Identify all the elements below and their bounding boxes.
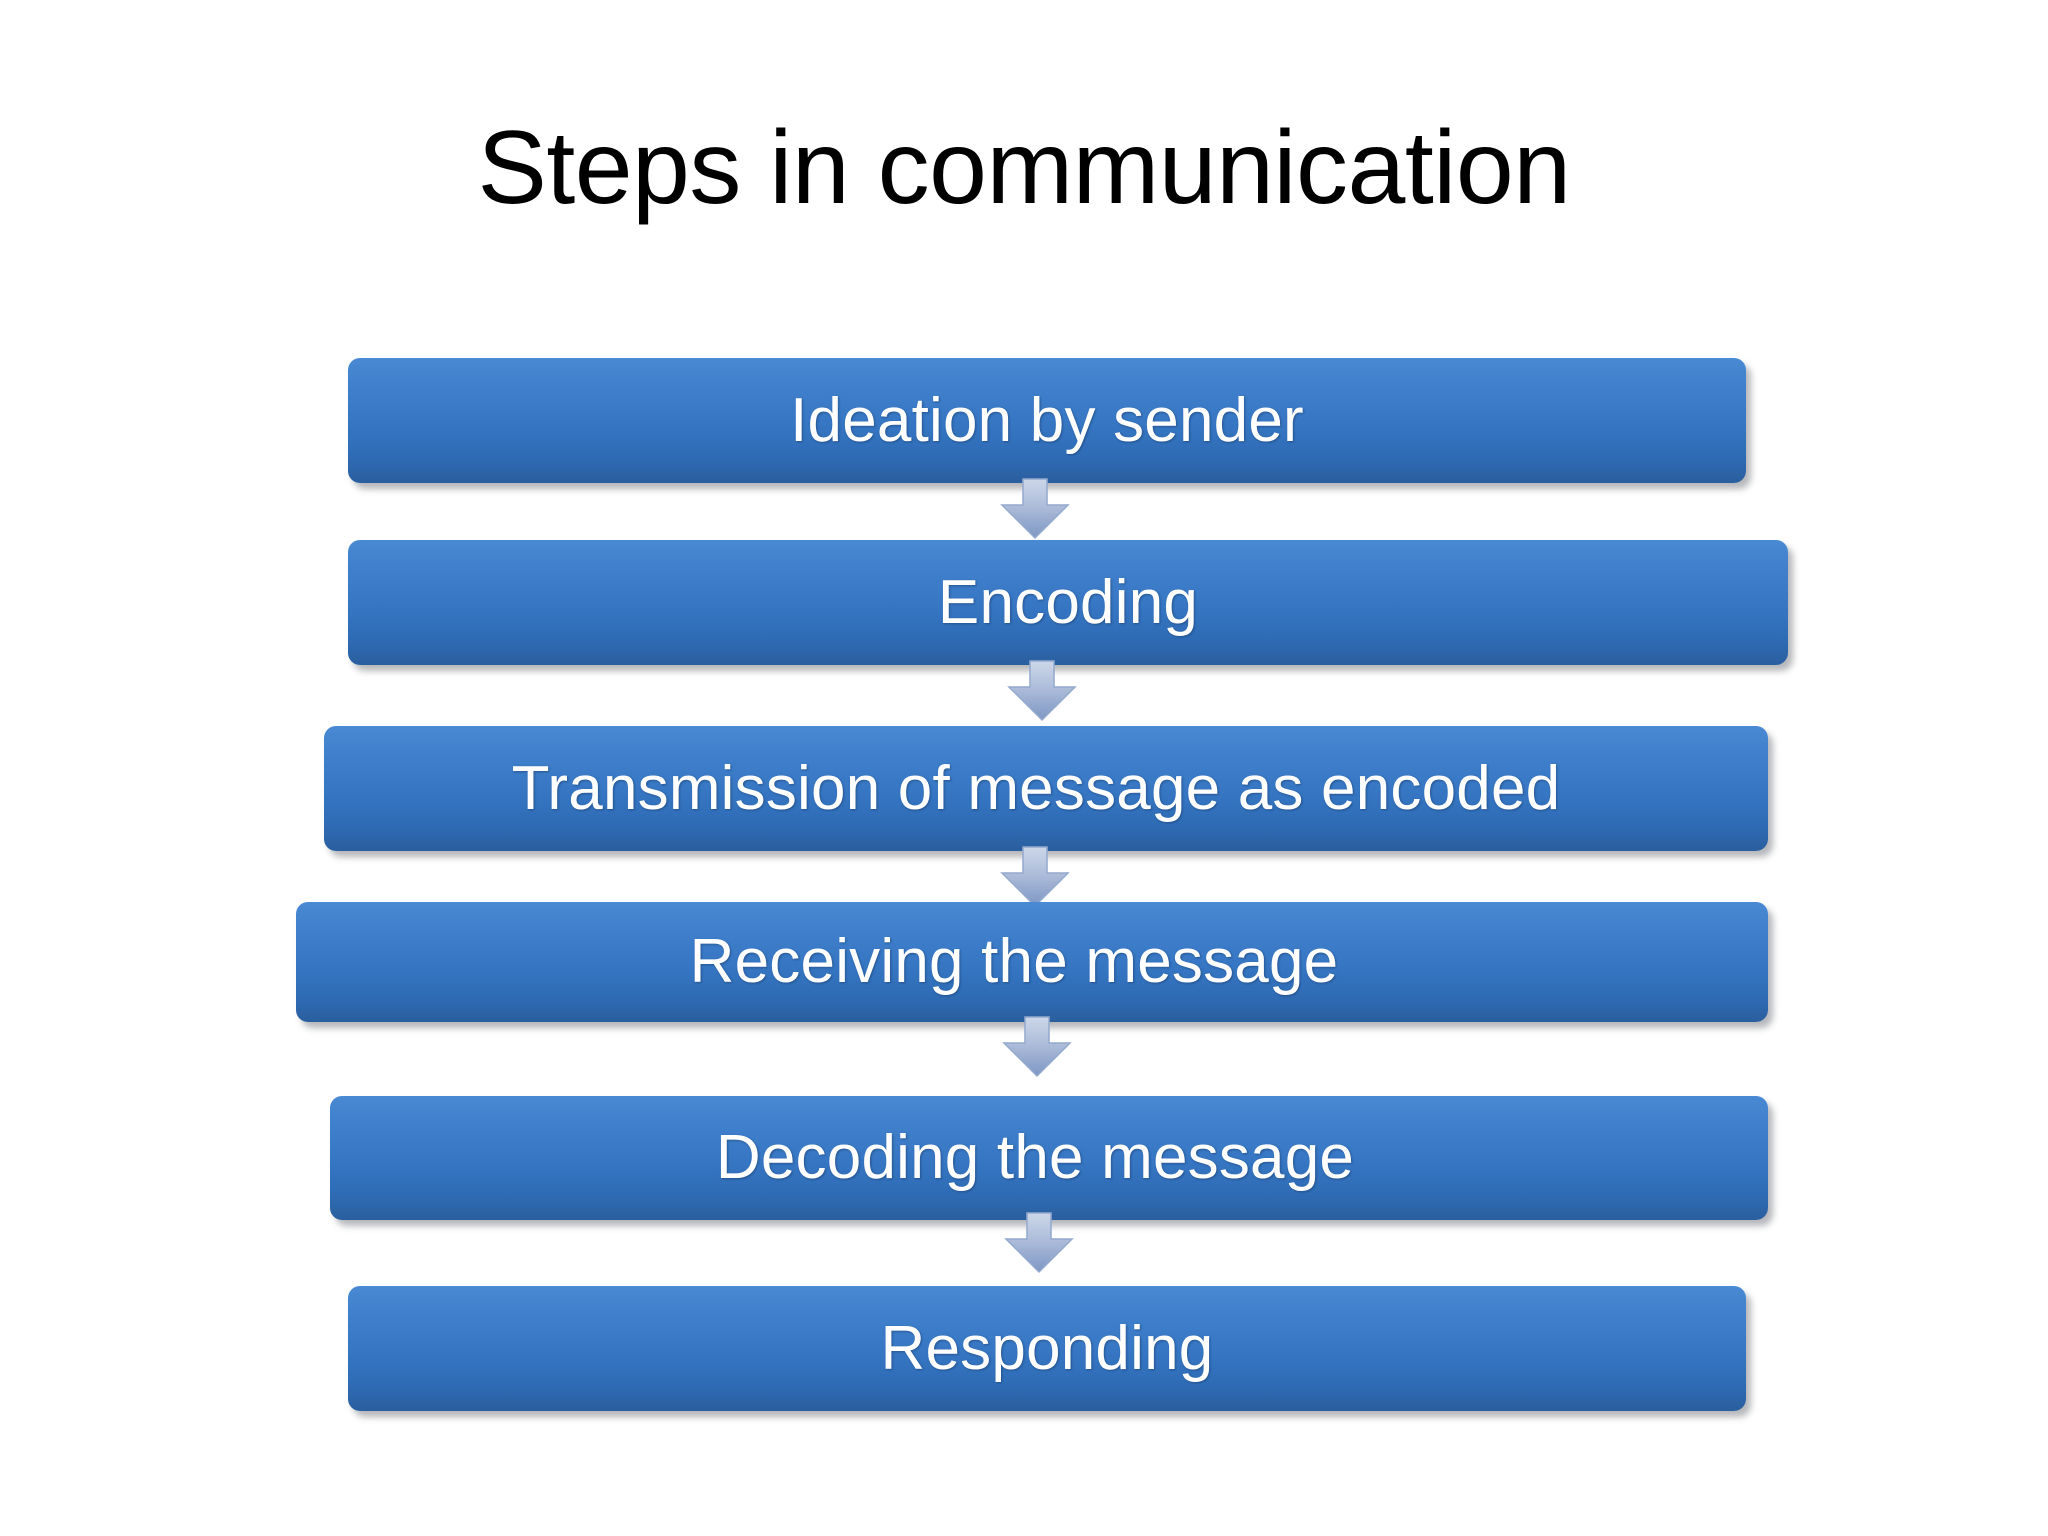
down-arrow-icon [1002,1212,1076,1274]
down-arrow-icon [1005,660,1079,722]
process-step-3-label: Transmission of message as encoded [511,753,1561,823]
page-title: Steps in communication [477,110,1571,226]
process-step-1[interactable]: Ideation by sender [348,358,1746,483]
down-arrow-icon [1000,1016,1074,1078]
down-arrow-icon [998,846,1072,908]
process-step-4[interactable]: Receiving the message [296,902,1768,1022]
process-step-5[interactable]: Decoding the message [330,1096,1768,1220]
process-step-4-label: Receiving the message [689,927,1339,996]
down-arrow-icon [998,478,1072,540]
process-step-6[interactable]: Responding [348,1286,1746,1411]
process-step-2-label: Encoding [937,567,1199,637]
process-step-6-label: Responding [880,1313,1214,1383]
process-step-3[interactable]: Transmission of message as encoded [324,726,1768,851]
process-step-2[interactable]: Encoding [348,540,1788,665]
process-step-5-label: Decoding the message [715,1123,1355,1192]
process-step-1-label: Ideation by sender [790,385,1304,455]
